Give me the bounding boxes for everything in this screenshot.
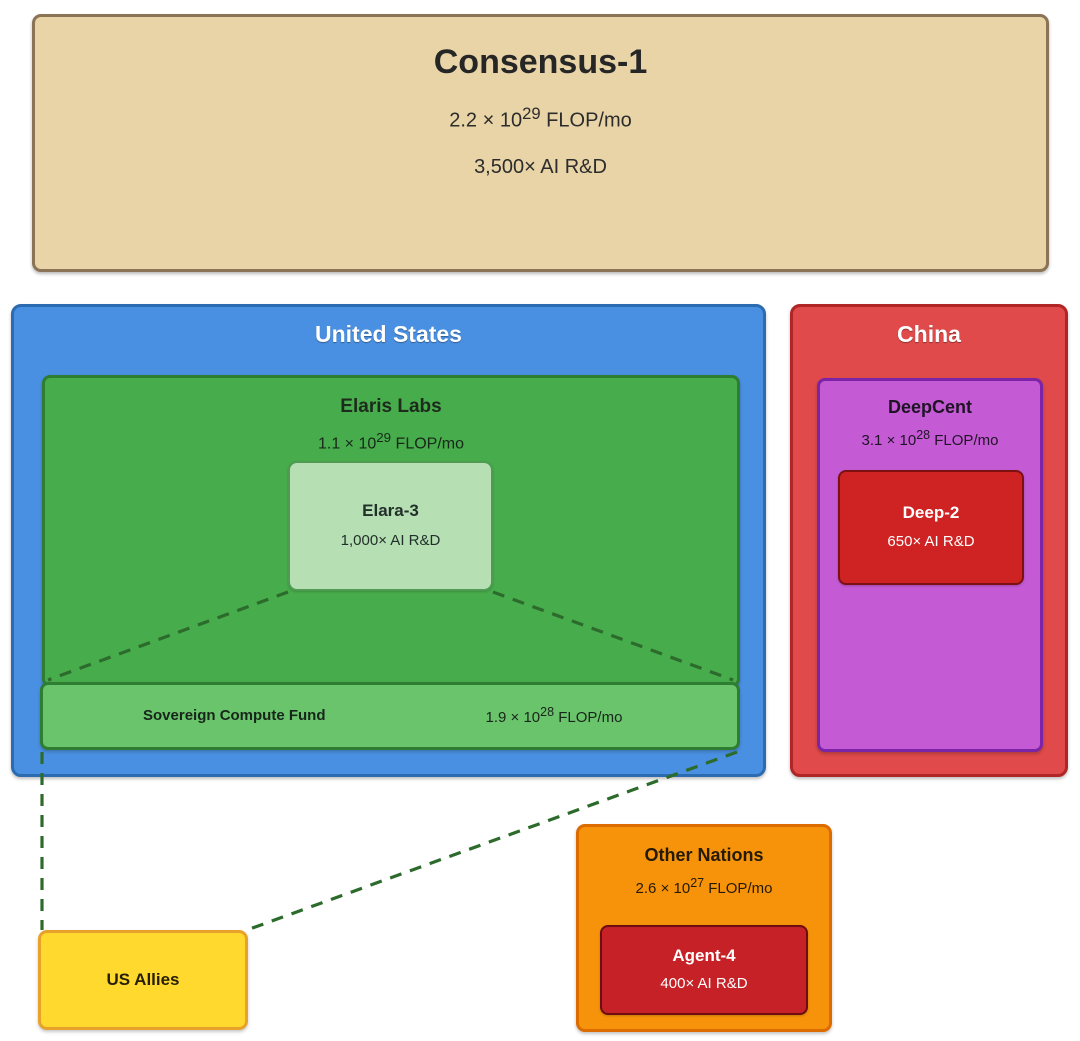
sovereign-compute-fund-compute-mantissa: 1.9 × 10 xyxy=(485,708,541,726)
consensus-1-compute-unit: FLOP/mo xyxy=(540,109,632,132)
deepcent-compute-exponent: 28 xyxy=(916,427,931,442)
deep-2-multiplier: 650× AI R&D xyxy=(887,532,975,550)
deepcent-compute: 3.1 × 1028 FLOP/mo xyxy=(862,428,999,451)
deepcent-title: DeepCent xyxy=(887,397,972,417)
consensus-1-compute-exponent: 29 xyxy=(522,104,541,124)
agent-4-title: Agent-4 xyxy=(672,946,736,966)
china-title: China xyxy=(897,321,961,347)
deep-2-title: Deep-2 xyxy=(902,503,960,523)
other-nations-compute-exponent: 27 xyxy=(690,875,705,890)
elara-3-multiplier: 1,000× AI R&D xyxy=(340,532,441,550)
consensus-1-compute-mantissa: 2.2 × 10 xyxy=(449,109,523,132)
other-nations-title: Other Nations xyxy=(644,845,764,865)
elaris-labs-compute-exponent: 29 xyxy=(376,429,392,445)
elaris-labs-compute-mantissa: 1.1 × 10 xyxy=(317,435,377,453)
deepcent-compute-unit: FLOP/mo xyxy=(930,431,999,449)
other-nations-compute: 2.6 × 1027 FLOP/mo xyxy=(636,876,773,899)
node-deep-2[interactable]: Deep-2 650× AI R&D xyxy=(838,470,1024,585)
united-states-title: United States xyxy=(315,321,462,347)
sovereign-compute-fund-compute-exponent: 28 xyxy=(540,704,555,719)
consensus-1-title: Consensus-1 xyxy=(433,43,648,81)
deepcent-compute-mantissa: 3.1 × 10 xyxy=(861,431,917,449)
agent-4-multiplier: 400× AI R&D xyxy=(660,974,748,992)
other-nations-compute-mantissa: 2.6 × 10 xyxy=(635,879,691,897)
consensus-1-multiplier: 3,500× AI R&D xyxy=(474,155,607,178)
node-us-allies[interactable]: US Allies xyxy=(38,930,248,1030)
node-sovereign-compute-fund[interactable]: Sovereign Compute Fund 1.9 × 1028 FLOP/m… xyxy=(40,682,740,750)
elaris-labs-compute-unit: FLOP/mo xyxy=(391,435,464,453)
node-agent-4[interactable]: Agent-4 400× AI R&D xyxy=(600,925,808,1015)
consensus-1-compute: 2.2 × 1029 FLOP/mo xyxy=(449,104,632,134)
node-consensus-1[interactable]: Consensus-1 2.2 × 1029 FLOP/mo 3,500× AI… xyxy=(32,14,1049,272)
sovereign-compute-fund-compute: 1.9 × 1028 FLOP/mo xyxy=(486,705,623,728)
other-nations-compute-unit: FLOP/mo xyxy=(704,879,773,897)
sovereign-compute-fund-title: Sovereign Compute Fund xyxy=(143,707,326,725)
sovereign-compute-fund-compute-unit: FLOP/mo xyxy=(554,708,623,726)
us-allies-title: US Allies xyxy=(106,970,180,990)
node-elara-3[interactable]: Elara-3 1,000× AI R&D xyxy=(288,461,493,591)
elara-3-title: Elara-3 xyxy=(362,500,419,520)
elaris-labs-compute: 1.1 × 1029 FLOP/mo xyxy=(318,430,464,454)
elaris-labs-title: Elaris Labs xyxy=(340,396,442,417)
